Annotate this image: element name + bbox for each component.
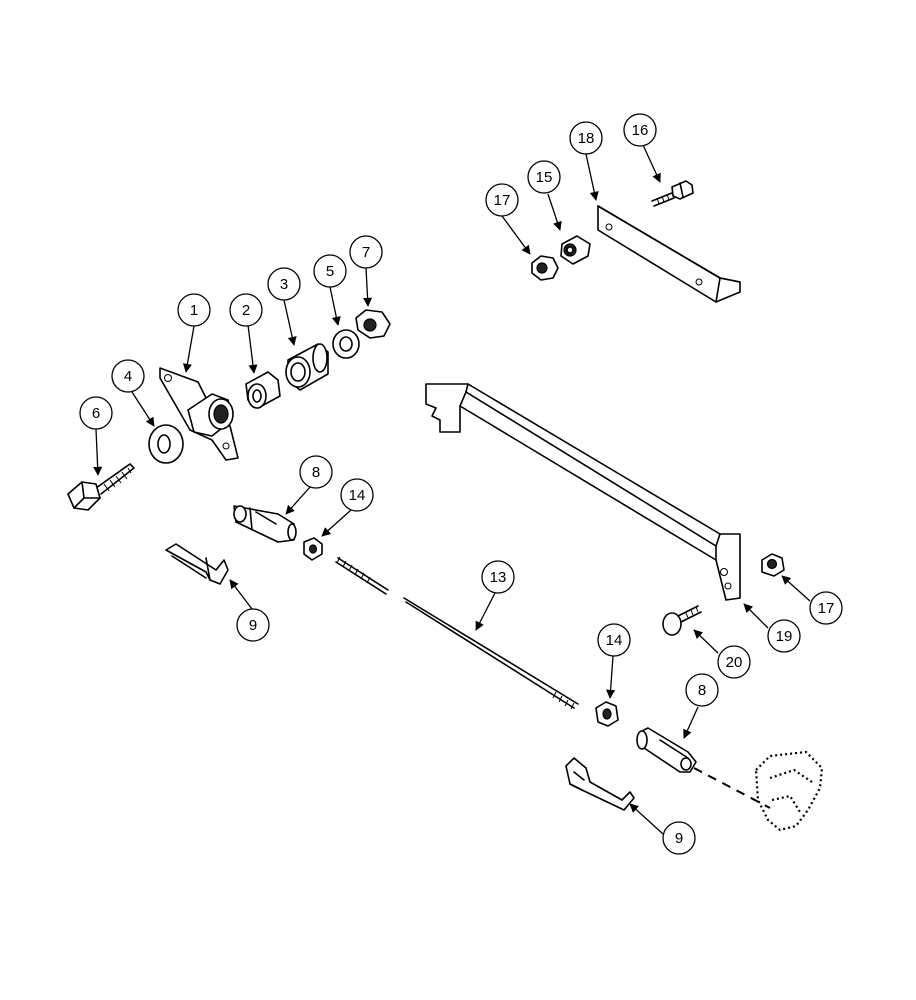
callout-label: 17	[494, 192, 511, 209]
callout-label: 8	[698, 682, 706, 699]
spring-clip-part-9-upper	[165, 543, 229, 585]
nut-part-17-lower	[761, 553, 785, 577]
washer-part-5	[332, 329, 360, 359]
callout-5: 5	[313, 254, 347, 288]
callout-label: 20	[726, 654, 743, 671]
callout-4: 4	[111, 359, 145, 393]
leader-lines	[93, 144, 811, 835]
callout-label: 3	[280, 276, 288, 293]
bolt-part-20	[662, 605, 702, 636]
callout-label: 9	[675, 830, 683, 847]
callout-label: 14	[606, 632, 623, 649]
nut-part-14-lower	[595, 701, 619, 727]
callout-3: 3	[267, 267, 301, 301]
bolt-part-16	[651, 180, 694, 207]
flange-nut-part-7	[355, 309, 391, 339]
callout-label: 1	[190, 302, 198, 319]
callout-label: 7	[362, 244, 370, 261]
callout-label: 8	[312, 464, 320, 481]
washer-part-4	[148, 424, 184, 464]
callout-9-lower: 9	[662, 821, 696, 855]
callout-label: 13	[490, 569, 507, 586]
callout-8-upper: 8	[299, 455, 333, 489]
callout-17-lower: 17	[809, 591, 843, 625]
callout-20: 20	[717, 645, 751, 679]
callout-15: 15	[527, 160, 561, 194]
callout-16: 16	[623, 113, 657, 147]
callout-6: 6	[79, 396, 113, 430]
callout-label: 16	[632, 122, 649, 139]
callout-label: 9	[249, 617, 257, 634]
callout-7: 7	[349, 235, 383, 269]
callout-2: 2	[229, 293, 263, 327]
callout-label: 4	[124, 368, 132, 385]
callout-14-upper: 14	[340, 478, 374, 512]
callout-1: 1	[177, 293, 211, 327]
flanged-bushing-part-3	[285, 343, 329, 391]
callout-label: 14	[349, 487, 366, 504]
threaded-rod-part-13	[335, 556, 579, 710]
callout-label: 6	[92, 405, 100, 422]
small-bracket-part	[597, 205, 741, 303]
long-bracket-part-19	[425, 383, 741, 601]
spring-clip-part-9-lower	[565, 757, 635, 811]
callout-14-lower: 14	[597, 623, 631, 657]
nut-part-14-upper	[303, 537, 323, 561]
callout-label: 15	[536, 169, 553, 186]
nut-part-17-upper	[531, 255, 559, 281]
callout-label: 19	[776, 628, 793, 645]
callout-9-upper: 9	[236, 608, 270, 642]
hex-bolt-part-6	[67, 463, 135, 511]
callout-label: 2	[242, 302, 250, 319]
clevis-part-8-lower	[636, 727, 697, 773]
clevis-part-8-upper	[233, 505, 297, 543]
callout-label: 18	[578, 130, 595, 147]
callout-17-upper: 17	[485, 183, 519, 217]
callout-label: 5	[326, 263, 334, 280]
pivot-arm-part-1	[159, 367, 239, 461]
callout-8-lower: 8	[685, 673, 719, 707]
spacer-part-15	[560, 235, 591, 265]
callout-label: 17	[818, 600, 835, 617]
callout-13: 13	[481, 560, 515, 594]
callout-18: 18	[569, 121, 603, 155]
phantom-link	[693, 750, 824, 832]
callout-19: 19	[767, 619, 801, 653]
bushing-part-2	[245, 371, 281, 409]
